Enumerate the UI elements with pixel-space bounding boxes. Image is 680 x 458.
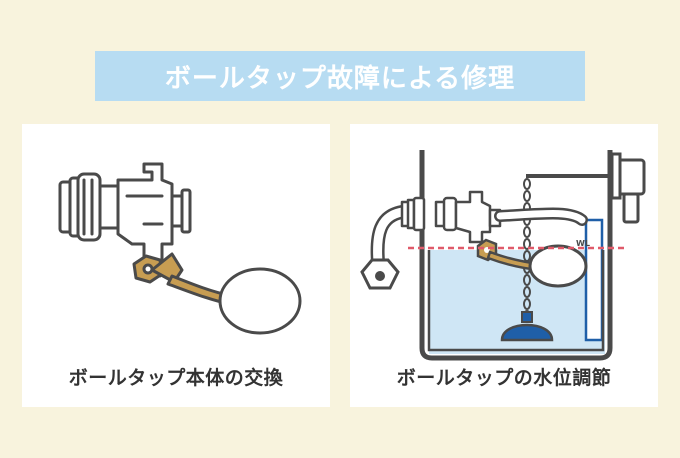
caption-water-level: ボールタップの水位調節	[396, 367, 612, 389]
page-title: ボールタップ故障による修理	[164, 63, 516, 94]
title-banner: ボールタップ故障による修理	[95, 51, 585, 101]
panel-body-replacement: ボールタップ本体の交換	[22, 124, 330, 407]
tank-illustration: WL	[360, 150, 646, 361]
flapper-valve	[500, 323, 554, 342]
panel-water-level: WL ボールタップの水位調節	[350, 124, 658, 407]
tank-wall	[419, 150, 613, 361]
float-ball	[528, 244, 588, 288]
wl-label: WL	[576, 239, 590, 248]
overflow-pipe	[584, 218, 604, 342]
ball-tap	[400, 190, 502, 244]
caption-body-replacement: ボールタップ本体の交換	[68, 367, 284, 389]
ball-tap-illustration	[58, 162, 302, 335]
